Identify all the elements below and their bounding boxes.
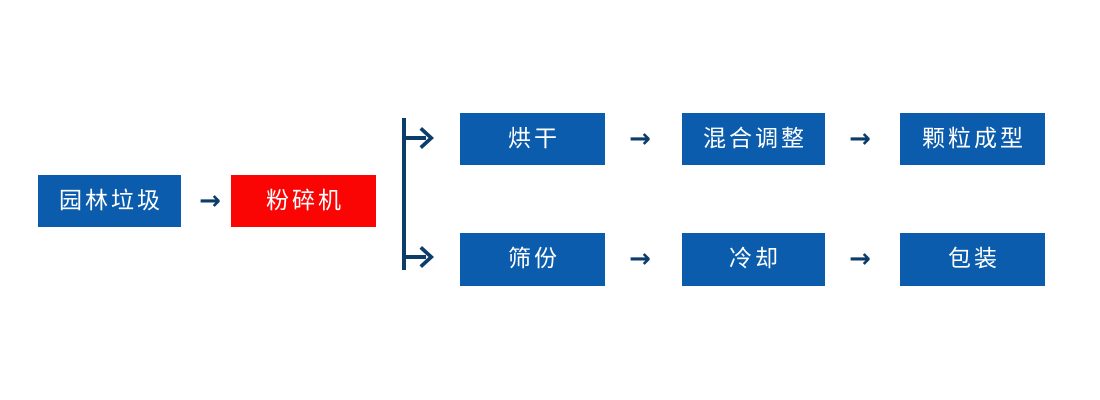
node-label: 筛份 [508, 246, 560, 272]
node-shaifen[interactable]: 筛份 [460, 233, 605, 286]
node-label: 粉碎机 [266, 187, 344, 214]
arrow-right-icon-4: → [629, 244, 651, 274]
node-label: 冷却 [729, 246, 781, 272]
arrow-right-icon-5: → [849, 244, 871, 274]
node-label: 颗粒成型 [922, 125, 1026, 152]
node-yuanlin-laji[interactable]: 园林垃圾 [38, 175, 181, 227]
node-label: 园林垃圾 [59, 187, 163, 214]
node-label: 包装 [948, 246, 1000, 272]
arrow-right-icon-1: → [199, 186, 221, 216]
node-lengque[interactable]: 冷却 [682, 233, 825, 286]
arrow-right-icon-3: → [849, 124, 871, 154]
node-label: 混合调整 [703, 125, 807, 152]
node-baozhuang[interactable]: 包装 [900, 233, 1045, 286]
branch-split-connector [398, 110, 444, 275]
node-fensuiji[interactable]: 粉碎机 [231, 175, 376, 227]
node-label: 烘干 [508, 125, 560, 152]
node-keli-chengxing[interactable]: 颗粒成型 [900, 113, 1045, 165]
node-hunhe-tiaozheng[interactable]: 混合调整 [682, 113, 825, 165]
node-honggan[interactable]: 烘干 [460, 113, 605, 165]
arrow-right-icon-2: → [629, 124, 651, 154]
